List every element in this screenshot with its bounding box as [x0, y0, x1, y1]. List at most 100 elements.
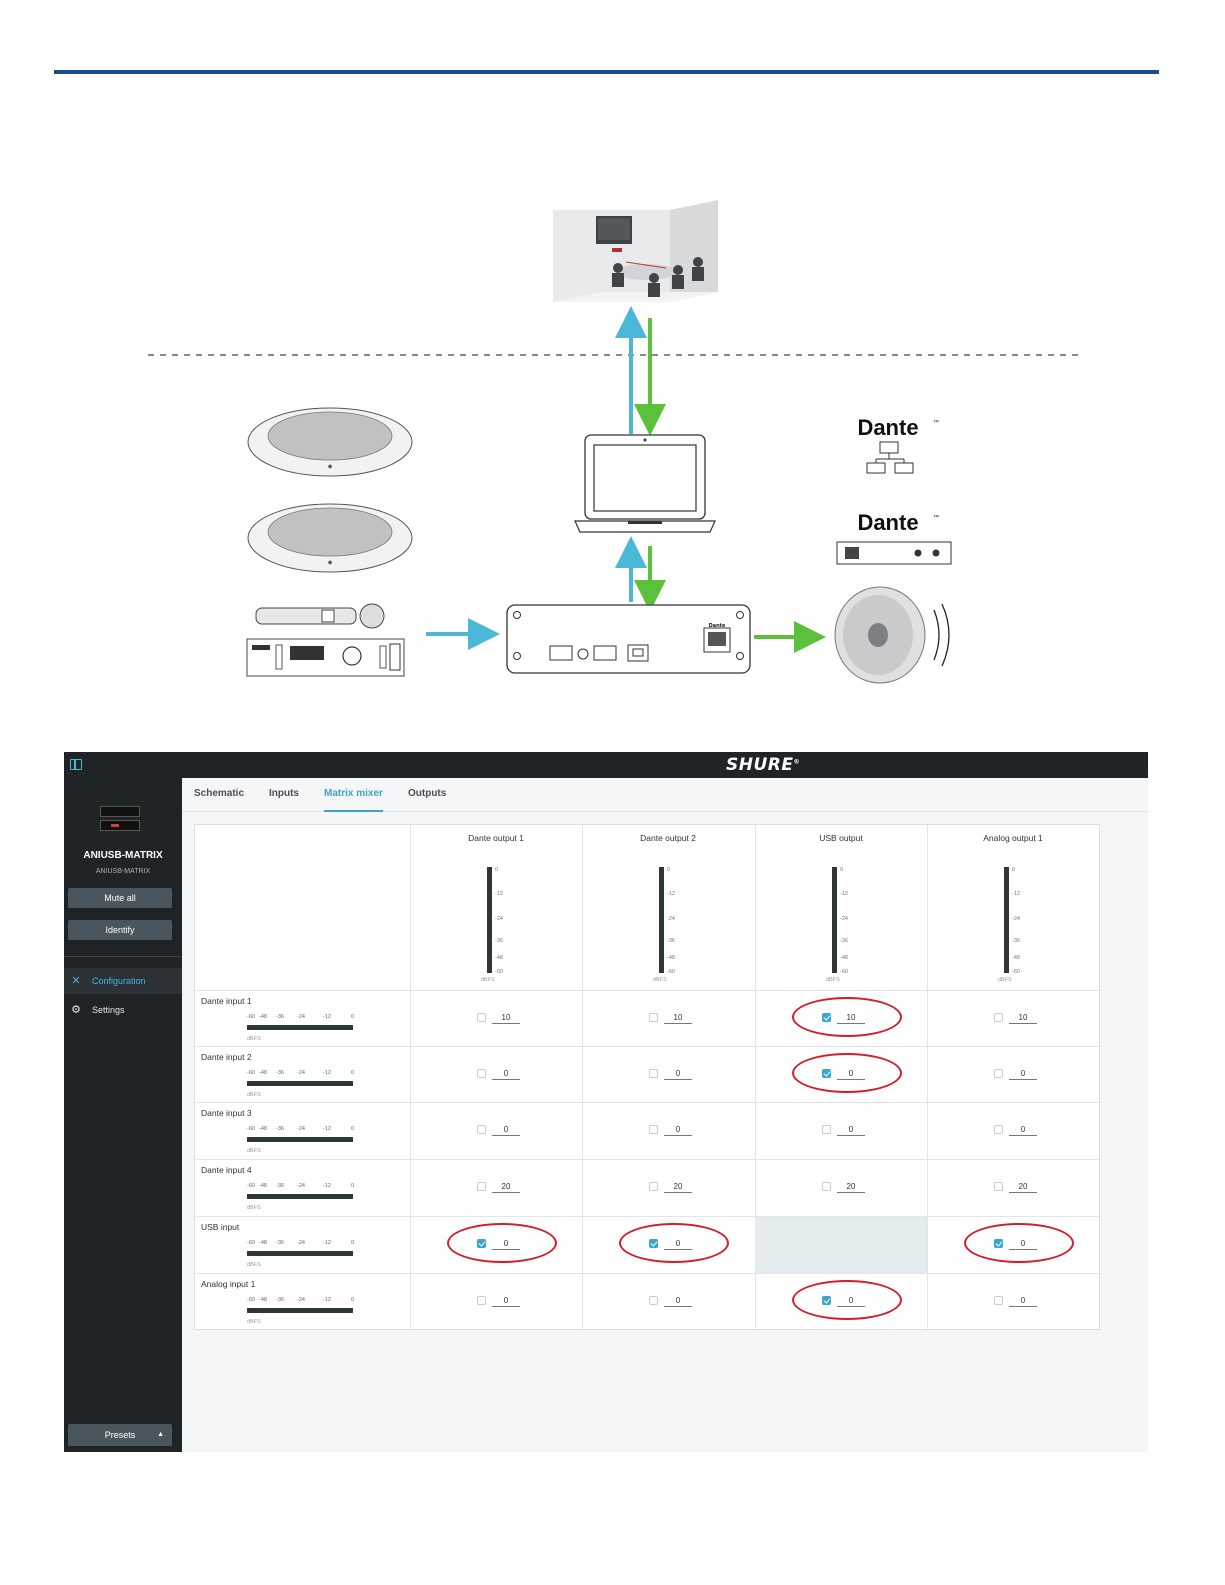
panel-toggle-icon[interactable] — [70, 759, 82, 770]
meter-unit: dBFS — [247, 1205, 261, 1211]
caret-up-icon: ▲ — [157, 1431, 164, 1438]
grid-column-divider — [582, 825, 583, 1329]
route-checkbox[interactable] — [477, 1296, 486, 1305]
route-checkbox[interactable] — [649, 1125, 658, 1134]
meter-tick-label: -12 — [323, 1070, 331, 1076]
sidebar-item-settings[interactable]: ⚙ Settings — [64, 997, 182, 1023]
route-checkbox[interactable] — [477, 1013, 486, 1022]
meter-tick-label: -60 — [247, 1070, 255, 1076]
gain-input[interactable] — [664, 1295, 692, 1307]
meter-tick-label: -24 — [495, 916, 503, 922]
meter-unit: dBFS — [247, 1092, 261, 1098]
route-checkbox[interactable] — [649, 1013, 658, 1022]
meter-tick-label: 0 — [351, 1070, 355, 1076]
gain-input[interactable] — [664, 1181, 692, 1193]
gain-input[interactable] — [837, 1124, 865, 1136]
presets-button[interactable]: Presets▲ — [68, 1424, 172, 1446]
gear-icon: ⚙ — [71, 1004, 81, 1016]
svg-text:™: ™ — [933, 419, 939, 426]
meter-tick-label: -24 — [1012, 916, 1020, 922]
gain-input[interactable] — [1009, 1295, 1037, 1307]
device-model: ANIUSB-MATRIX — [95, 868, 151, 875]
route-checkbox[interactable] — [822, 1182, 831, 1191]
input-label: Dante input 1 — [201, 996, 252, 1006]
meter-tick-label: 0 — [351, 1183, 355, 1189]
meter-tick-label: -12 — [323, 1297, 331, 1303]
route-checkbox[interactable] — [477, 1125, 486, 1134]
gain-input[interactable] — [837, 1181, 865, 1193]
tab-matrix-mixer[interactable]: Matrix mixer — [324, 788, 383, 812]
route-checkbox[interactable] — [994, 1069, 1003, 1078]
gain-input[interactable] — [664, 1068, 692, 1080]
tab-outputs[interactable]: Outputs — [408, 788, 447, 799]
meter-tick-label: -24 — [840, 916, 848, 922]
input-label: USB input — [201, 1222, 240, 1232]
tab-schematic[interactable]: Schematic — [194, 788, 245, 799]
highlight-ellipse — [792, 1280, 902, 1320]
meter-tick-label: -36 — [276, 1297, 284, 1303]
meter-unit: dBFS — [826, 977, 840, 983]
meter-tick-label: -48 — [259, 1240, 267, 1246]
sidebar-item-label: Configuration — [92, 976, 146, 986]
gain-input[interactable] — [492, 1295, 520, 1307]
laptop-icon — [574, 434, 716, 533]
gain-input[interactable] — [1009, 1068, 1037, 1080]
route-checkbox[interactable] — [994, 1125, 1003, 1134]
gain-input[interactable] — [664, 1012, 692, 1024]
route-checkbox[interactable] — [994, 1013, 1003, 1022]
meter-tick-label: -60 — [247, 1240, 255, 1246]
gain-input[interactable] — [1009, 1181, 1037, 1193]
mute-all-button[interactable]: Mute all — [68, 888, 172, 908]
route-checkbox[interactable] — [649, 1182, 658, 1191]
svg-text:Dante: Dante — [857, 415, 918, 440]
meter-tick-label: 0 — [351, 1126, 355, 1132]
grid-column-divider — [927, 825, 928, 1329]
sidebar-divider — [64, 956, 182, 957]
meter-bar — [832, 867, 837, 973]
meter-unit: dBFS — [247, 1319, 261, 1325]
route-checkbox[interactable] — [994, 1296, 1003, 1305]
svg-text:™: ™ — [933, 514, 939, 521]
meter-tick-label: -60 — [247, 1183, 255, 1189]
gain-input[interactable] — [492, 1068, 520, 1080]
meter-tick-label: -48 — [840, 955, 848, 961]
sidebar-item-configuration[interactable]: ✕ Configuration — [64, 968, 182, 994]
gain-input[interactable] — [1009, 1124, 1037, 1136]
gain-input[interactable] — [492, 1181, 520, 1193]
meter-bar — [247, 1308, 353, 1313]
highlight-ellipse — [792, 997, 902, 1037]
device-image — [100, 806, 140, 832]
meter-tick-label: -36 — [1012, 938, 1020, 944]
output-header: USB output — [819, 833, 863, 843]
route-checkbox[interactable] — [477, 1182, 486, 1191]
svg-text:◆: ◆ — [328, 559, 333, 566]
ceiling-microphone-icon: ◆ — [247, 503, 413, 573]
meter-tick-label: -12 — [667, 891, 675, 897]
svg-text:Dante: Dante — [709, 623, 726, 629]
tab-inputs[interactable]: Inputs — [269, 788, 299, 799]
meter-tick-label: -48 — [259, 1014, 267, 1020]
route-checkbox[interactable] — [649, 1296, 658, 1305]
route-checkbox[interactable] — [649, 1069, 658, 1078]
gain-input[interactable] — [492, 1124, 520, 1136]
meter-tick-label: -36 — [276, 1070, 284, 1076]
meter-tick-label: -36 — [276, 1126, 284, 1132]
meter-tick-label: -24 — [297, 1070, 305, 1076]
output-header: Dante output 2 — [640, 833, 696, 843]
route-checkbox[interactable] — [994, 1182, 1003, 1191]
tools-icon: ✕ — [71, 975, 81, 987]
grid-row-divider — [195, 1273, 1099, 1274]
grid-row-divider — [195, 1102, 1099, 1103]
meter-unit: dBFS — [653, 977, 667, 983]
identify-button[interactable]: Identify — [68, 920, 172, 940]
meter-tick-label: 0 — [351, 1297, 355, 1303]
meter-unit: dBFS — [247, 1262, 261, 1268]
route-checkbox[interactable] — [822, 1125, 831, 1134]
meter-tick-label: -48 — [1012, 955, 1020, 961]
route-checkbox[interactable] — [477, 1069, 486, 1078]
brand-logo: SHURE® — [726, 755, 800, 775]
gain-input[interactable] — [1009, 1012, 1037, 1024]
gain-input[interactable] — [664, 1124, 692, 1136]
gain-input[interactable] — [492, 1012, 520, 1024]
